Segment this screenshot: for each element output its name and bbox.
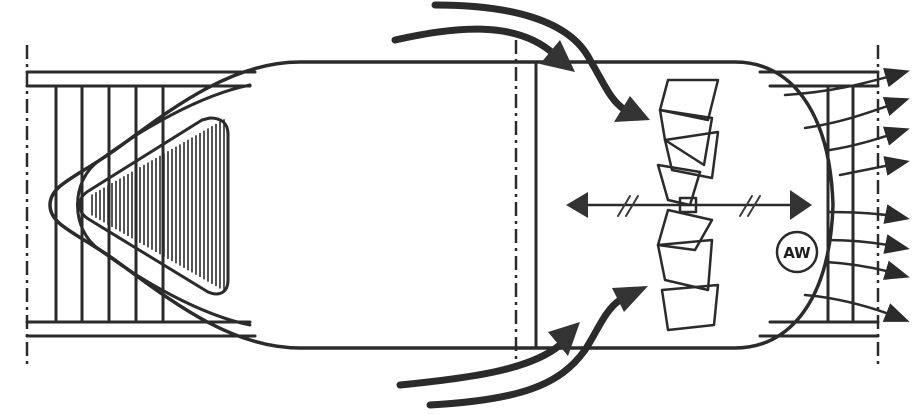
right-duct-frame <box>758 45 880 365</box>
aw-badge: AW <box>775 230 819 274</box>
inflow-arrow-top-right <box>431 1 650 122</box>
outflow-arrows <box>783 67 910 322</box>
aw-badge-label: AW <box>783 244 811 262</box>
hatched-intake-triangle <box>78 116 230 296</box>
axial-motion-arrow <box>566 190 812 220</box>
nose-inner-contour <box>76 83 252 327</box>
propeller-blades <box>656 78 720 332</box>
inflow-arrow-bottom-right <box>426 286 648 409</box>
left-duct-frame <box>25 45 257 365</box>
inflow-arrow-top-left <box>391 25 575 72</box>
inflow-arrow-bottom-left <box>396 322 580 389</box>
